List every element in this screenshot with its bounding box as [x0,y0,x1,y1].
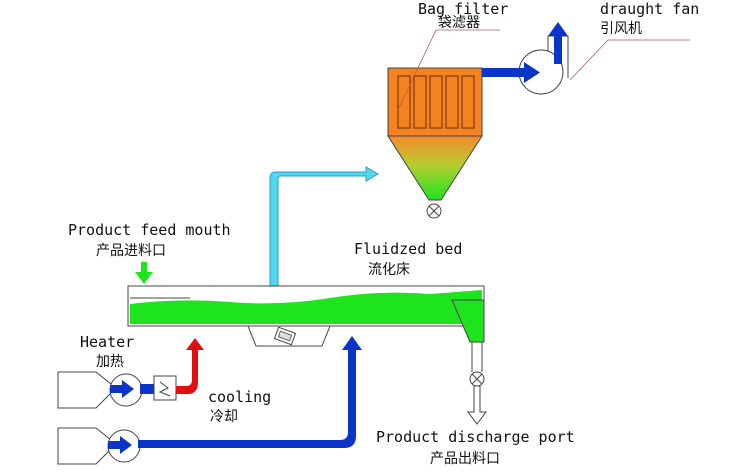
discharge-port [467,342,487,425]
draught-fan [518,35,569,95]
bag-filter-label-zh: 袋滤器 [438,15,480,31]
discharge-port-label-zh: 产品出料口 [430,451,500,467]
hot-air-duct [176,338,204,394]
heater-label: Heater [80,333,135,351]
draught-fan-label: draught fan [600,0,700,18]
bag-filter-valve [426,203,442,219]
draught-fan-leader [569,39,609,81]
discharge-port-label: Product discharge port [376,428,575,446]
product-feed-label-zh: 产品进料口 [96,243,166,259]
bed-fluid-layer [130,290,482,324]
bag-filter-cone [387,135,483,201]
cooling-label-zh: 冷却 [210,409,238,425]
draught-fan-label-zh: 引风机 [600,21,642,37]
heater-label-zh: 加热 [96,354,124,370]
cooling-blower [57,336,362,465]
cooling-intake-hood [57,427,117,465]
bag-filter-body [387,67,483,137]
fluidized-bed-label: Fluidzed bed [354,240,463,258]
fan-exhaust-up-arrow [548,22,568,64]
bag-filter [387,67,483,219]
plenum-valve [273,326,297,346]
product-feed-label: Product feed mouth [68,221,231,239]
heater-blower [57,338,204,409]
cooling-label: cooling [208,388,272,406]
fluidized-bed-label-zh: 流化床 [368,262,410,278]
filter-bags [397,75,475,129]
bag-filter-label: Bag filter [418,0,509,18]
heater-fan-arrow [110,380,134,398]
exhaust-arrow [482,62,540,83]
cooling-fan-arrow [108,436,132,454]
cyan-duct-to-filter [269,166,379,293]
heater-element-box [153,375,177,401]
bed-discharge-chute [451,299,485,343]
heater-symbol [158,381,171,397]
fluidized-bed [127,285,485,347]
heater-intake-hood [57,371,117,409]
feed-arrow [135,262,153,284]
bag-filter-leader [397,29,437,111]
discharge-arrow [467,385,487,425]
heater-link-duct [140,384,154,394]
